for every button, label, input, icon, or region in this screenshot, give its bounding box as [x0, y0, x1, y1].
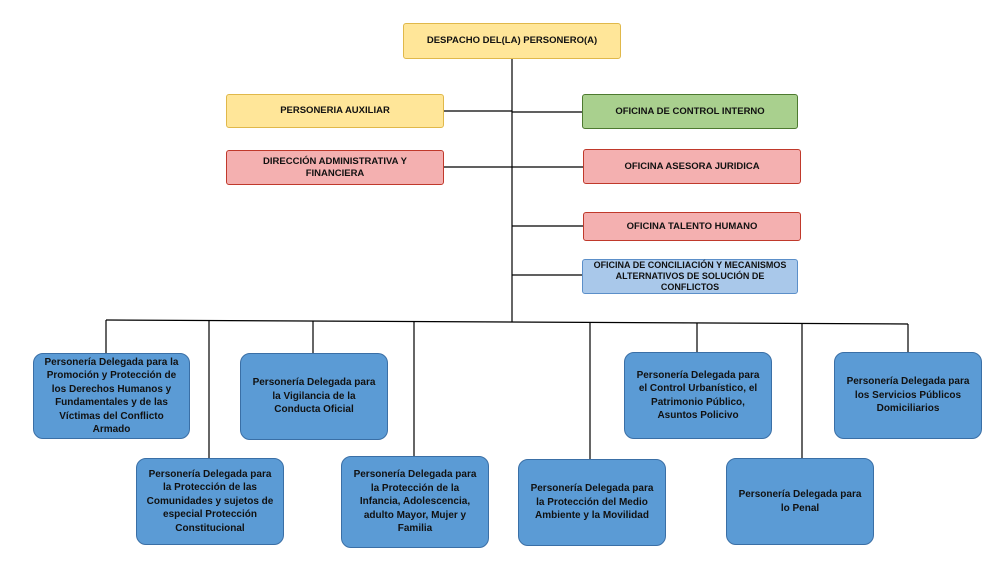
delegate-label: Personería Delegada para lo Penal [738, 489, 862, 514]
head-label: DESPACHO DEL(LA) PERSONERO(A) [426, 35, 598, 47]
delegate-box-derechos-humanos: Personería Delegada para la Promoción y … [33, 353, 190, 439]
head-box: DESPACHO DEL(LA) PERSONERO(A) [403, 23, 621, 59]
delegate-box-penal: Personería Delegada para lo Penal [726, 458, 874, 545]
delegate-label: Personería Delegada para la Protección d… [146, 468, 274, 534]
staff-box-auxiliar: PERSONERIA AUXILIAR [226, 94, 444, 128]
delegate-box-medio-ambiente: Personería Delegada para la Protección d… [518, 459, 666, 546]
staff-box-juridica: OFICINA ASESORA JURIDICA [583, 149, 801, 184]
delegate-label: Personería Delegada para la Protección d… [353, 469, 477, 535]
delegate-box-control-urbanistico: Personería Delegada para el Control Urba… [624, 352, 772, 439]
staff-box-conciliacion: OFICINA DE CONCILIACIÓN Y MECANISMOS ALT… [582, 259, 798, 294]
staff-label: PERSONERIA AUXILIAR [280, 105, 390, 117]
delegate-label: Personería Delegada para los Servicios P… [846, 376, 970, 415]
staff-box-admin: DIRECCIÓN ADMINISTRATIVA Y FINANCIERA [226, 150, 444, 185]
staff-label: OFICINA ASESORA JURIDICA [624, 160, 760, 172]
delegate-label: Personería Delegada para la Protección d… [530, 483, 654, 522]
staff-box-talento: OFICINA TALENTO HUMANO [583, 212, 801, 241]
delegates-bus [105, 319, 909, 325]
delegate-box-infancia: Personería Delegada para la Protección d… [341, 456, 489, 548]
delegate-label: Personería Delegada para el Control Urba… [636, 369, 760, 422]
staff-label: OFICINA TALENTO HUMANO [626, 220, 758, 232]
staff-label: OFICINA DE CONTROL INTERNO [615, 105, 765, 117]
staff-label: DIRECCIÓN ADMINISTRATIVA Y FINANCIERA [263, 156, 407, 179]
delegate-box-conducta-oficial: Personería Delegada para la Vigilancia d… [240, 353, 388, 440]
delegate-box-comunidades: Personería Delegada para la Protección d… [136, 458, 284, 545]
staff-label: OFICINA DE CONCILIACIÓN Y MECANISMOS ALT… [593, 260, 787, 292]
staff-box-control-interno: OFICINA DE CONTROL INTERNO [582, 94, 798, 129]
delegate-box-servicios-publicos: Personería Delegada para los Servicios P… [834, 352, 982, 439]
delegate-label: Personería Delegada para la Promoción y … [44, 356, 179, 436]
delegate-label: Personería Delegada para la Vigilancia d… [252, 377, 376, 416]
